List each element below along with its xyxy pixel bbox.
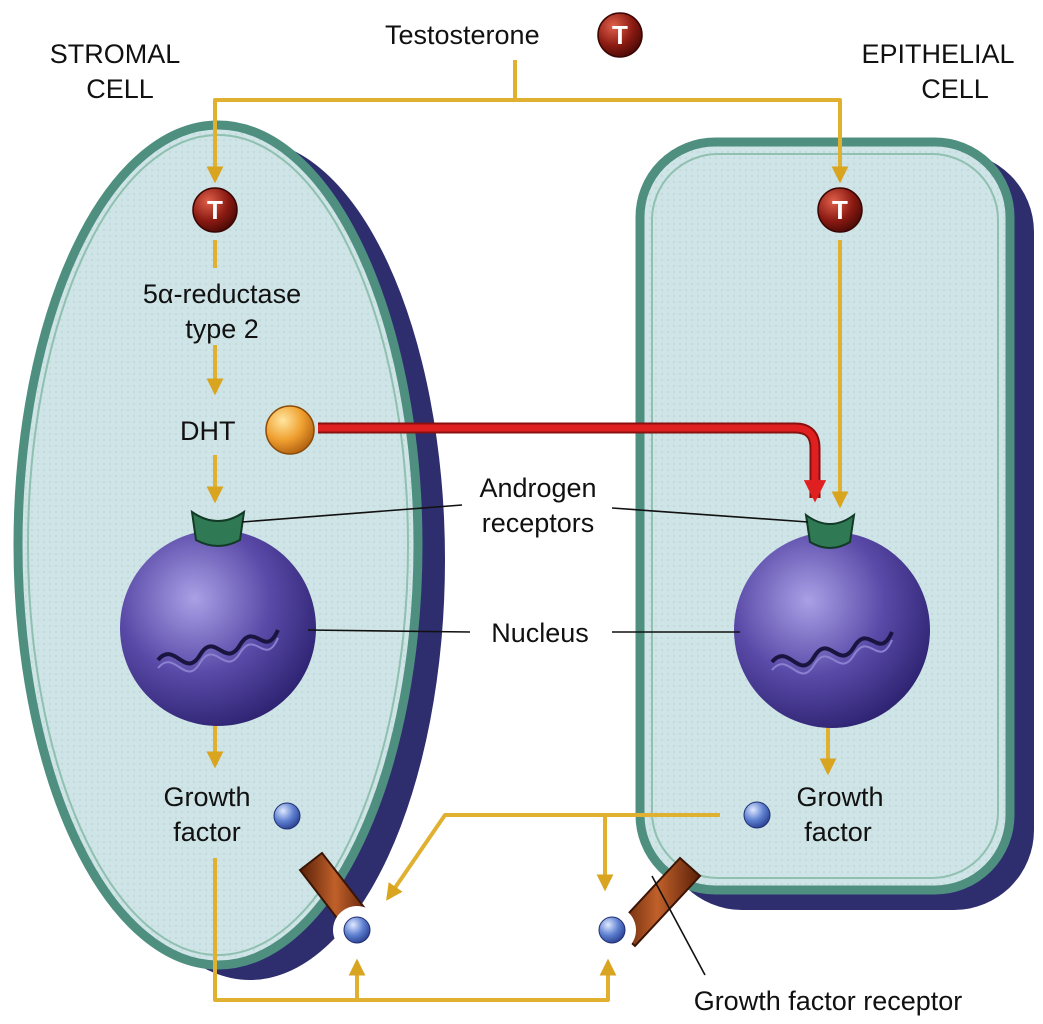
dht-label: DHT	[180, 416, 236, 446]
growth-factor-stromal	[274, 803, 300, 829]
androgen-receptors-label-line2: receptors	[482, 508, 595, 538]
growth-factor-right-line1: Growth	[796, 782, 883, 812]
stromal-title-line1: STROMAL	[50, 39, 181, 69]
svg-text:T: T	[207, 195, 223, 225]
testosterone-label: Testosterone	[385, 20, 540, 50]
growth-factor-left-line2: factor	[173, 817, 241, 847]
testosterone-token-epithelial: T	[818, 188, 862, 232]
epithelial-cell-body	[640, 142, 1010, 890]
androgen-receptors-label-line1: Androgen	[479, 473, 596, 503]
stromal-nucleus	[120, 530, 316, 726]
svg-text:T: T	[832, 195, 848, 225]
enzyme-label-line1: 5α-reductase	[143, 279, 301, 309]
epithelial-title-line2: CELL	[921, 74, 989, 104]
growth-factor-epithelial	[744, 802, 770, 828]
growth-factor-bound-right	[599, 917, 625, 943]
growth-factor-left-line1: Growth	[163, 782, 250, 812]
testosterone-token-stromal: T	[193, 188, 237, 232]
testosterone-token-top: T	[598, 13, 642, 57]
epithelial-nucleus	[734, 532, 930, 728]
dht-token	[266, 406, 314, 454]
nucleus-label: Nucleus	[491, 618, 589, 648]
growth-factor-receptor-label: Growth factor receptor	[694, 986, 963, 1016]
svg-text:T: T	[612, 20, 628, 50]
enzyme-label-line2: type 2	[185, 314, 259, 344]
growth-factor-right-line2: factor	[804, 817, 872, 847]
epithelial-title-line1: EPITHELIAL	[861, 39, 1014, 69]
stromal-title-line2: CELL	[86, 74, 154, 104]
growth-factor-bound-left	[344, 917, 370, 943]
